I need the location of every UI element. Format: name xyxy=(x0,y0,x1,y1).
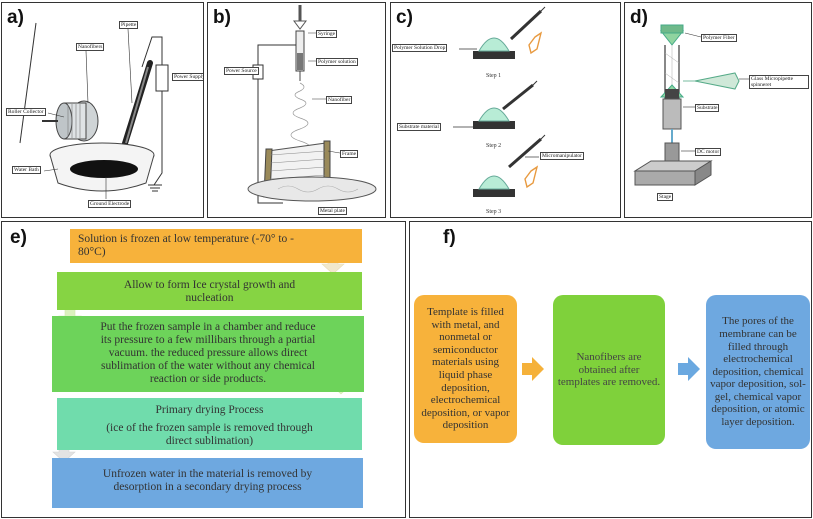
panel-b: b) Syringe Polymer solution Power Source… xyxy=(207,2,386,218)
freeze-step-4-line-2: direct sublimation) xyxy=(165,435,254,447)
freeze-step-3-line-5: reaction or side products. xyxy=(149,373,267,385)
panel-d: d) Polymer Fiber Glass Micropipette spin… xyxy=(624,2,812,218)
panel-a: a) Nanofibers Pipette Roller Collector P… xyxy=(1,2,204,218)
template-synthesis-arrows xyxy=(522,357,700,381)
substrate-material-label: Substrate material xyxy=(397,123,441,131)
panel-a-label: a) xyxy=(7,7,24,28)
nanofiber-label: Nanofiber xyxy=(326,96,353,104)
freeze-step-3-line-1: Put the frozen sample in a chamber and r… xyxy=(100,321,316,333)
primary-drying-title: Primary drying Process xyxy=(155,404,264,416)
panel-d-label: d) xyxy=(630,7,648,28)
polymer-fiber-label: Polymer Fiber xyxy=(701,34,737,42)
nanofibers-label: Nanofibers xyxy=(76,43,105,51)
freeze-step-3-line-2: its pressure to a few millibars through … xyxy=(100,334,316,346)
freeze-step-1-line-2: 80°C) xyxy=(78,246,106,258)
freeze-step-2: Allow to form Ice crystal growth and nuc… xyxy=(57,272,362,310)
freeze-step-1-line-1: Solution is frozen at low temperature (-… xyxy=(78,233,295,245)
frame-label: Frame xyxy=(340,150,359,158)
freeze-step-4-line-1: (ice of the frozen sample is removed thr… xyxy=(106,422,313,434)
panel-e-label: e) xyxy=(10,227,27,248)
step-2-label: Step 2 xyxy=(486,143,502,149)
panel-e: e) Solution is frozen at low temperature… xyxy=(1,221,406,518)
roller-collector-label: Roller Collector xyxy=(6,108,46,116)
panel-c-label: c) xyxy=(396,7,413,28)
pipette-label: Pipette xyxy=(119,21,139,29)
polymer-solution-label: Polymer solution xyxy=(316,58,358,66)
electrospinning-water-bath-illustration xyxy=(19,22,169,199)
micromanipulator-label: Micromanipulator xyxy=(540,152,585,160)
step-3-label: Step 3 xyxy=(486,209,502,215)
electrospinning-frame-illustration xyxy=(247,5,377,204)
template-step-3: The pores of the membrane can be filled … xyxy=(706,295,810,449)
freeze-step-3: Put the frozen sample in a chamber and r… xyxy=(52,316,364,392)
power-source-label: Power Source xyxy=(224,67,259,75)
freeze-step-3-line-3: vacuum. the reduced pressure allows dire… xyxy=(108,347,308,359)
ground-electrode-label: Ground Electrode xyxy=(88,200,132,208)
dc-motor-label: DC motor xyxy=(695,148,722,156)
freeze-step-2-line-2: nucleation xyxy=(185,292,234,304)
freeze-step-4: Primary drying Process (ice of the froze… xyxy=(57,398,362,450)
panel-b-label: b) xyxy=(213,7,231,28)
polymer-solution-drop-label: Polymer Solution Drop xyxy=(392,44,448,52)
panel-c: c) Polymer Solution Drop Substrate mater… xyxy=(390,2,621,218)
substrate-label: Substrate xyxy=(695,104,720,112)
power-supply-label: Power Supply xyxy=(172,73,203,81)
freeze-step-5: Unfrozen water in the material is remove… xyxy=(52,458,363,508)
direct-drawing-illustration xyxy=(633,24,749,186)
freeze-step-5-line-2: desorption in a secondary drying process xyxy=(113,481,302,493)
panel-f-label: f) xyxy=(443,227,456,248)
stage-label: Stage xyxy=(657,193,674,201)
metal-plate-label: Metal plate xyxy=(318,207,347,215)
freeze-step-1: Solution is frozen at low temperature (-… xyxy=(70,229,362,263)
water-bath-label: Water Bath xyxy=(12,166,41,174)
freeze-step-5-line-1: Unfrozen water in the material is remove… xyxy=(102,468,313,480)
step-1-label: Step 1 xyxy=(486,73,502,79)
template-step-2: Nanofibers are obtained after templates … xyxy=(553,295,665,445)
freeze-step-3-line-4: sublimation of the water without any che… xyxy=(101,360,315,372)
syringe-label: Syringe xyxy=(316,30,338,38)
template-step-1: Template is filled with metal, and nonme… xyxy=(414,295,517,443)
freeze-step-2-line-1: Allow to form Ice crystal growth and xyxy=(123,279,296,291)
glass-micropipette-label: Glass Micropipette spinneret xyxy=(749,75,809,89)
drawing-steps-illustration xyxy=(453,6,546,197)
panel-f: f) Template is filled with metal, and no… xyxy=(409,221,812,518)
